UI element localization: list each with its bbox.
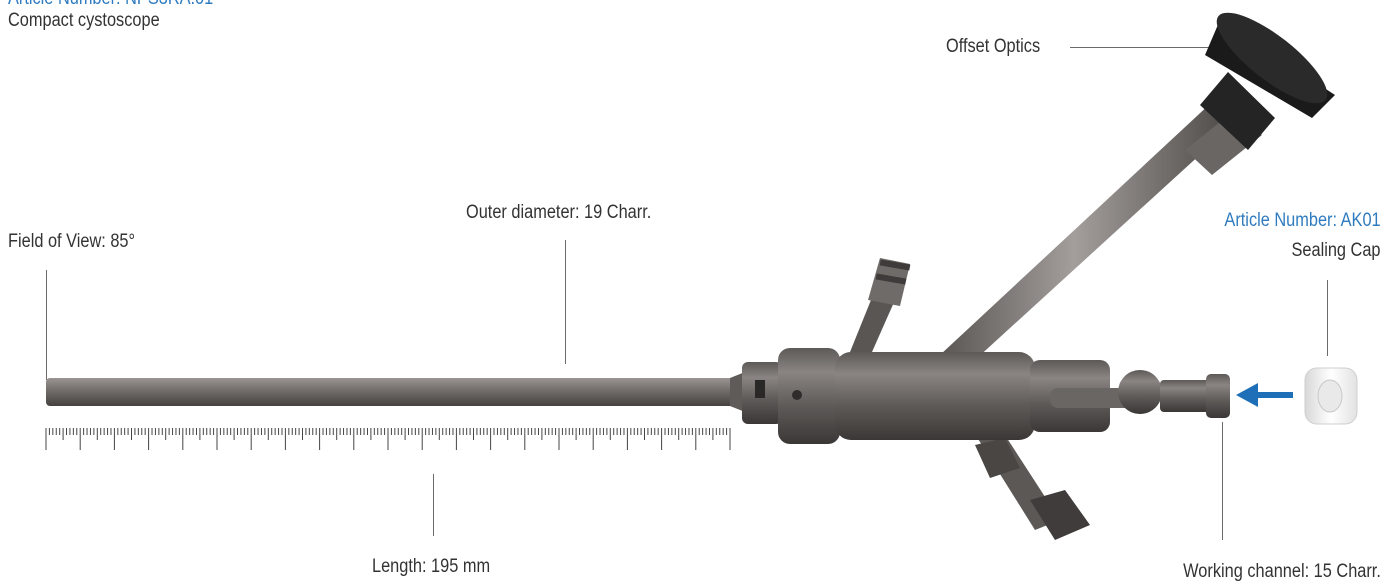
offset-optics-label: Offset Optics xyxy=(946,36,1041,57)
upper-port xyxy=(850,258,911,352)
outer-diameter-label: Outer diameter: 19 Charr. xyxy=(466,202,652,223)
accessory-article-number: Article Number: AK01 xyxy=(1224,210,1381,231)
main-article-number: Article Number: NPS3RA.01 xyxy=(8,0,213,10)
offset-optics-leader xyxy=(1070,47,1210,48)
length-leader xyxy=(433,474,434,536)
working-channel-label: Working channel: 15 Charr. xyxy=(1183,561,1381,582)
length-ruler xyxy=(45,428,731,450)
sealing-cap xyxy=(1304,367,1358,425)
insert-arrow xyxy=(1236,383,1293,407)
outer-diameter-leader xyxy=(565,240,566,364)
optics-tube xyxy=(940,102,1262,360)
main-article-name: Compact cystoscope xyxy=(8,10,160,31)
accessory-name: Sealing Cap xyxy=(1291,240,1381,261)
eyepiece xyxy=(1200,12,1335,150)
length-label: Length: 195 mm xyxy=(372,556,491,577)
field-of-view-leader xyxy=(46,270,47,380)
main-body xyxy=(742,348,1230,444)
field-of-view-label: Field of View: 85° xyxy=(8,231,136,252)
sheath xyxy=(46,372,745,412)
sealing-cap-leader xyxy=(1327,280,1328,356)
lower-port xyxy=(965,412,1090,540)
working-channel-leader xyxy=(1222,422,1223,540)
